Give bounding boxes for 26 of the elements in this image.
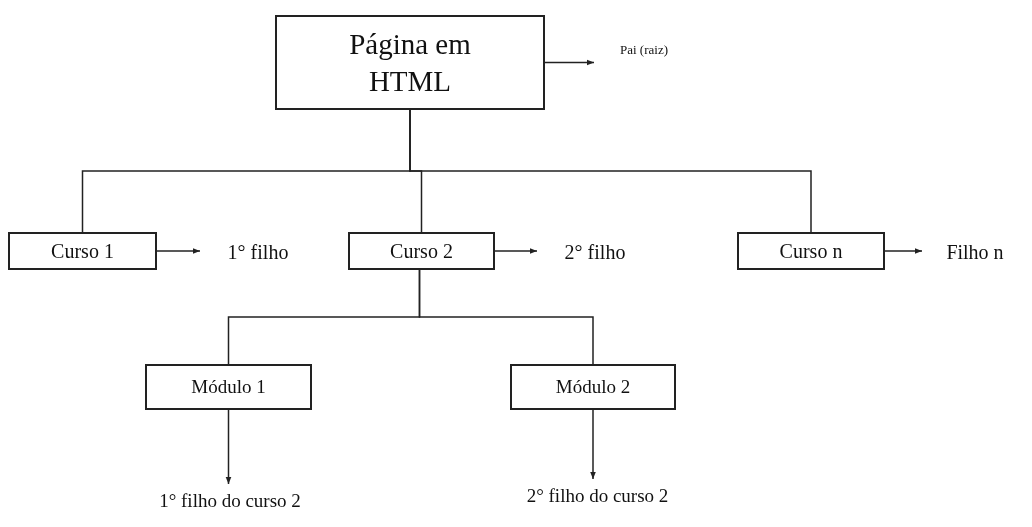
annotation-text: 2° filho do curso 2 [526,484,669,508]
box-label: Curso 2 [390,239,453,263]
process-box [275,15,545,110]
arrow [590,409,596,480]
connector-line [418,269,594,365]
box-label: Curso n [779,239,843,263]
arrow [884,248,923,254]
box-label: Curso 1 [51,239,114,263]
process-box [348,232,495,270]
box-label: Módulo 1 [191,375,266,399]
arrow [156,248,201,254]
box-label: Módulo 2 [555,375,631,399]
box-label: Página em HTML [348,27,472,99]
arrow [544,59,595,66]
annotation-text: 2° filho [564,240,626,264]
process-box [8,232,157,270]
connector-line [409,109,812,233]
process-box [145,364,312,410]
process-box [510,364,676,410]
annotation-text: 1° filho [227,240,289,264]
process-box [737,232,885,270]
annotation-text: 1° filho do curso 2 [159,489,301,513]
arrow [494,248,538,254]
annotation-text: Pai (raiz) [620,42,668,58]
arrow [225,409,232,485]
annotation-text: Filho n [946,240,1004,264]
